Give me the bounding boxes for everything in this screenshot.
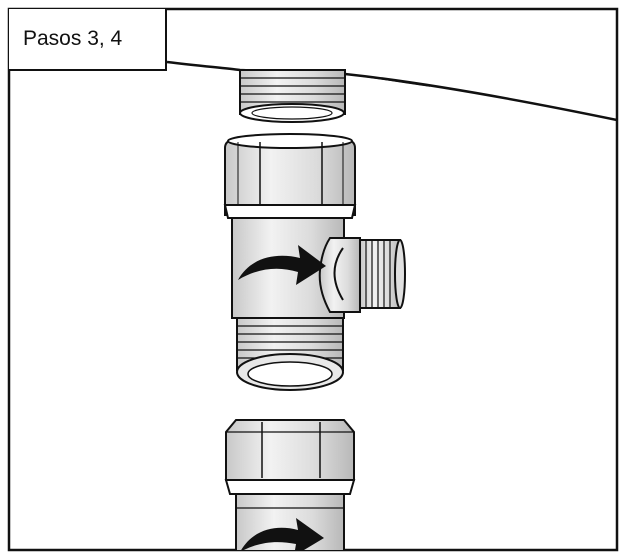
step-label: Pasos 3, 4 bbox=[9, 9, 167, 71]
hose-hex-nut bbox=[224, 419, 356, 550]
coupling-nut bbox=[223, 133, 357, 219]
tank-threaded-outlet bbox=[239, 69, 346, 123]
rotation-arrow-icon bbox=[238, 245, 326, 285]
t-valve-body bbox=[231, 217, 406, 391]
rotation-arrow-icon bbox=[241, 518, 324, 550]
